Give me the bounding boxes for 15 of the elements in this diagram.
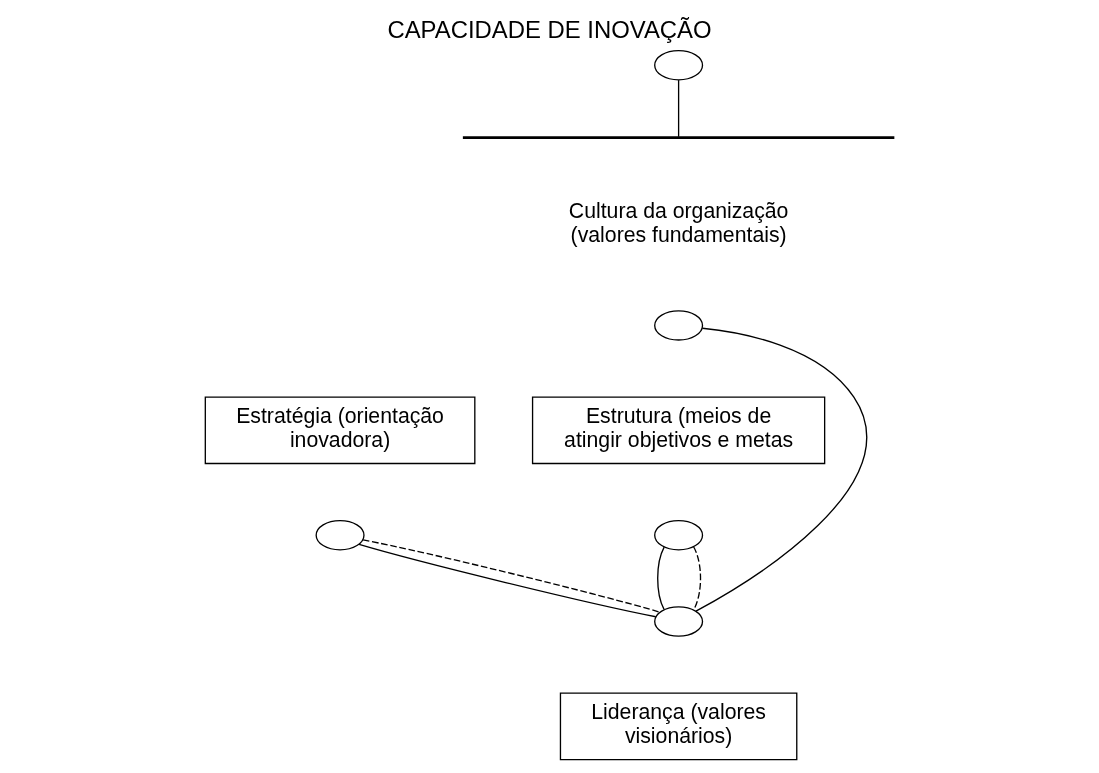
connector [695, 327, 868, 612]
node-box: Estratégia (orientação inovadora) [204, 396, 476, 465]
node-ellipse [315, 519, 365, 551]
node-ellipse [654, 310, 704, 341]
node-box: Liderança (valores visionários) [559, 692, 798, 761]
node-ellipse [654, 49, 704, 81]
node-bar [462, 136, 895, 139]
connector [692, 546, 702, 611]
diagram-title: CAPACIDADE DE INOVAÇÃO [387, 15, 712, 43]
label: Cultura da organização (valores fundamentais) [568, 198, 789, 247]
node-box: Estrutura (meios de atingir objetivos e metas [531, 396, 826, 465]
connector [677, 79, 680, 138]
node-ellipse [654, 606, 704, 637]
node-ellipse [654, 519, 704, 551]
connector [657, 546, 665, 611]
